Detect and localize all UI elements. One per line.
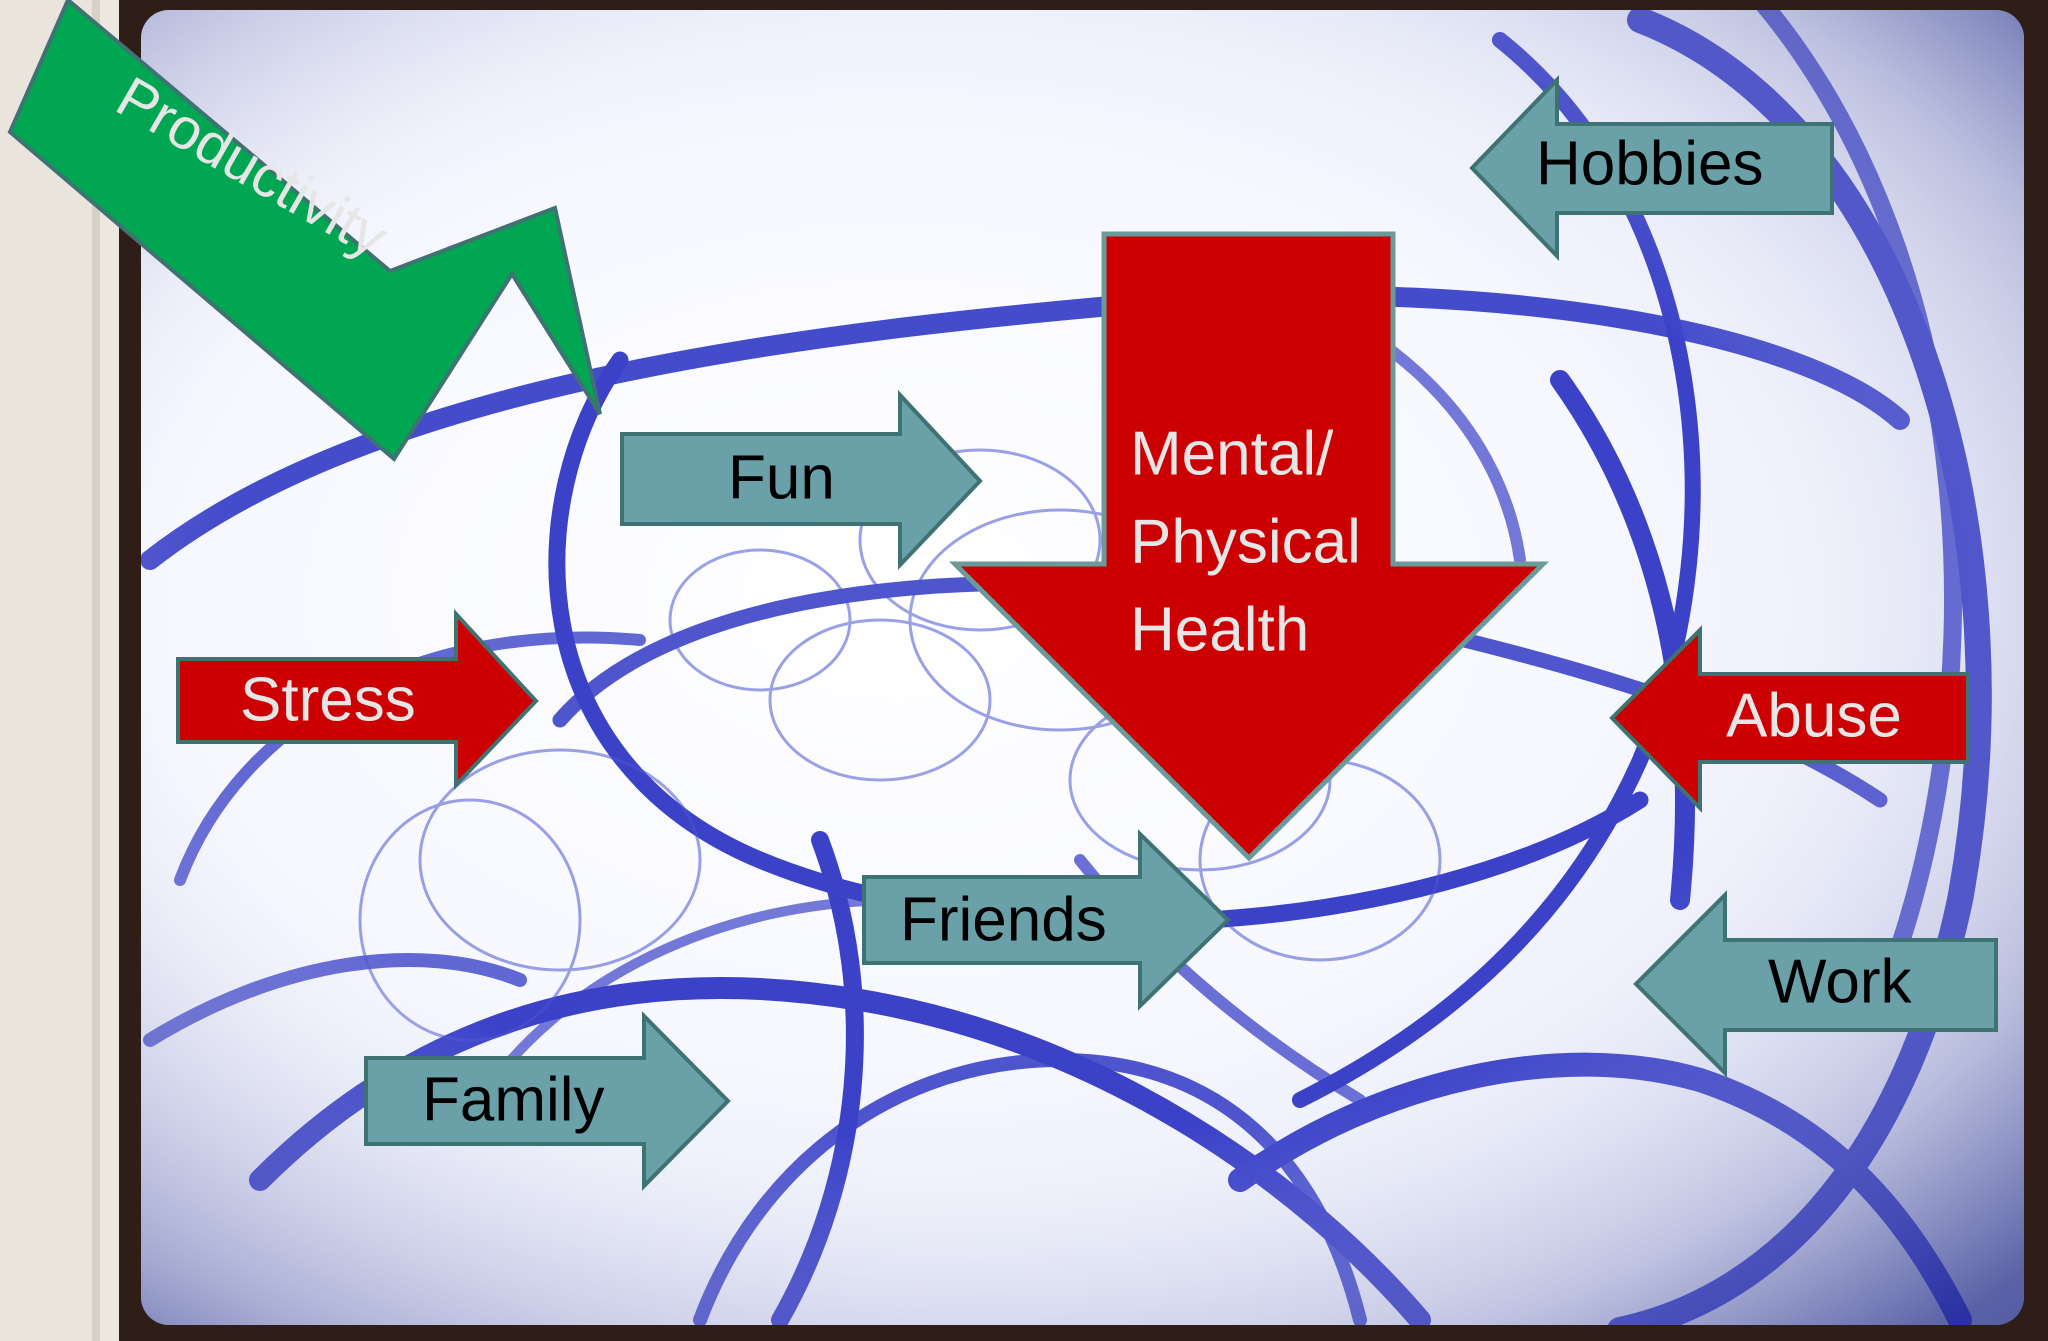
friends-label: Friends [900, 885, 1107, 954]
family-arrow: Family [364, 1011, 731, 1191]
fun-label: Fun [728, 443, 835, 512]
center-label-line-3: Health [1130, 595, 1309, 664]
family-label: Family [422, 1065, 605, 1134]
stress-arrow: Stress [176, 608, 539, 790]
abuse-label: Abuse [1726, 681, 1902, 750]
slide-edge [92, 0, 100, 1341]
center-label-line-1: Mental/ [1130, 419, 1334, 488]
stress-label: Stress [240, 665, 416, 734]
fun-arrow: Fun [620, 389, 983, 570]
mental-physical-health-arrow: Mental/ Physical Health [948, 231, 1550, 862]
friends-arrow: Friends [862, 829, 1231, 1011]
center-label-line-2: Physical [1130, 507, 1361, 576]
hobbies-arrow: Hobbies [1469, 75, 1834, 261]
work-arrow: Work [1633, 890, 1998, 1078]
work-label: Work [1768, 947, 1913, 1016]
abuse-arrow: Abuse [1609, 625, 1970, 813]
slide-background-strip [0, 0, 92, 1341]
hobbies-label: Hobbies [1536, 129, 1763, 198]
